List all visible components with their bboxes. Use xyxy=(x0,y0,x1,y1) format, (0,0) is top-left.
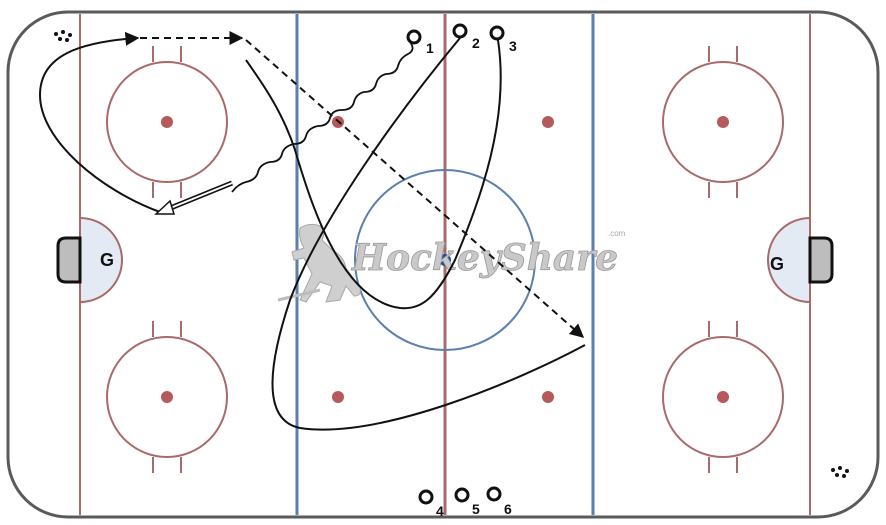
goal-crease-right xyxy=(767,216,811,304)
player-5: 5 xyxy=(454,487,480,517)
skate-path-player-2 xyxy=(271,37,586,431)
neutral-dot-right-bottom xyxy=(542,391,554,403)
puck-pile-icon-left xyxy=(54,30,72,42)
center-faceoff-dot xyxy=(439,254,451,266)
player-6-label: 6 xyxy=(504,501,512,517)
watermark-suffix: .com xyxy=(608,229,626,238)
goal-net-left xyxy=(56,236,82,284)
player-3-label: 3 xyxy=(509,38,517,54)
puck-carry-wavy-path xyxy=(231,41,414,193)
skate-path-left-loop xyxy=(38,31,161,213)
pass-path-diagonal xyxy=(245,39,585,338)
faceoff-circle-right-top xyxy=(662,46,784,198)
skate-path-player-3 xyxy=(245,39,502,310)
player-4-label: 4 xyxy=(436,503,444,519)
watermark-text: HockeyShare xyxy=(351,237,618,279)
player-1-label: 1 xyxy=(426,40,434,56)
player-3: 3 xyxy=(489,25,517,54)
player-4: 4 xyxy=(418,489,444,519)
neutral-dot-left-bottom xyxy=(332,391,344,403)
faceoff-circle-left-bottom xyxy=(106,321,228,473)
player-1: 1 xyxy=(406,29,434,56)
watermark-logo: HockeyShare .com xyxy=(277,223,626,303)
faceoff-circle-right-bottom xyxy=(662,321,784,473)
player-6: 6 xyxy=(486,486,512,517)
player-5-label: 5 xyxy=(472,501,480,517)
faceoff-circle-left-top xyxy=(106,46,228,198)
goal-net-right xyxy=(808,236,834,284)
goal-crease-left xyxy=(79,216,123,304)
player-2: 2 xyxy=(452,23,480,51)
goalie-left-label: G xyxy=(100,250,114,270)
neutral-dot-right-top xyxy=(542,116,554,128)
player-2-label: 2 xyxy=(472,35,480,51)
goalie-right-label: G xyxy=(770,254,784,274)
center-faceoff-circle xyxy=(354,169,536,351)
puck-pile-icon-right xyxy=(831,466,849,478)
hockey-player-silhouette-icon xyxy=(291,223,361,303)
